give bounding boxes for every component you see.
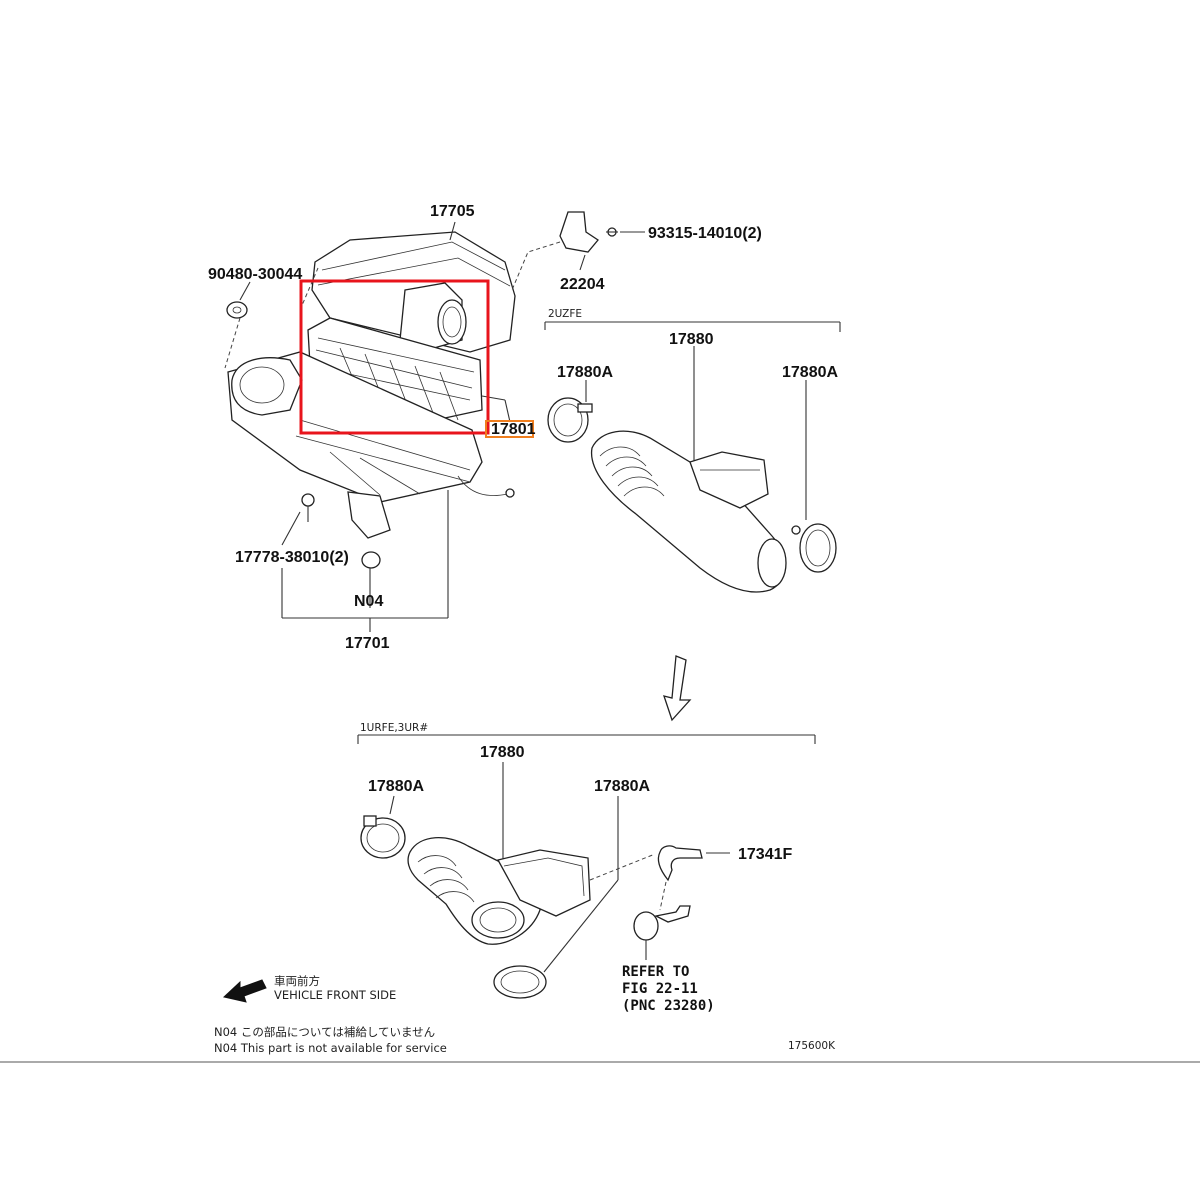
label-17705: 17705 xyxy=(430,203,475,220)
part-number-highlight-tag xyxy=(485,420,534,438)
vacuum-hose xyxy=(589,845,703,911)
refer-line-1: REFER TO xyxy=(622,964,689,980)
refer-line-2: FIG 22-11 xyxy=(622,981,698,997)
label-upper-17880: 17880 xyxy=(669,331,714,348)
label-93315-14010: 93315-14010(2) xyxy=(648,225,762,242)
highlight-box xyxy=(299,279,490,435)
label-17701: 17701 xyxy=(345,635,390,652)
hose-clamp xyxy=(791,523,837,573)
label-lower-17880a-right: 17880A xyxy=(594,778,650,795)
label-17801: 17801 xyxy=(491,421,536,438)
label-n04: N04 xyxy=(354,593,383,610)
intake-duct xyxy=(590,430,787,593)
label-17778-38010: 17778-38010(2) xyxy=(235,549,349,566)
label-upper-17880a-right: 17880A xyxy=(782,364,838,381)
label-lower-17880a-left: 17880A xyxy=(368,778,424,795)
vehicle-front-label-en: VEHICLE FRONT SIDE xyxy=(274,988,396,1002)
down-arrow-icon xyxy=(663,655,692,722)
label-lower-17880: 17880 xyxy=(480,744,525,761)
vehicle-front-arrow-icon xyxy=(222,979,267,1003)
label-22204: 22204 xyxy=(560,276,605,293)
intake-duct xyxy=(407,836,591,945)
label-90480-30044: 90480-30044 xyxy=(208,266,302,283)
air-cleaner-assembly xyxy=(224,231,516,569)
figure-code: 175600K xyxy=(788,1040,836,1052)
refer-line-3: (PNC 23280) xyxy=(622,998,715,1014)
label-upper-17880a-left: 17880A xyxy=(557,364,613,381)
vehicle-front-label-jp: 車両前方 xyxy=(274,974,320,988)
label-17341f: 17341F xyxy=(738,846,792,863)
hose-clamp xyxy=(547,397,593,443)
condition-label-upper: 2UZFE xyxy=(548,308,582,320)
footnote-jp: N04 この部品については補給していません xyxy=(214,1025,435,1039)
vacuum-switching-valve xyxy=(633,905,691,960)
grommet xyxy=(226,301,248,319)
upper-intake-duct-group xyxy=(544,321,841,593)
screw xyxy=(301,493,315,522)
footnote-en: N04 This part is not available for servi… xyxy=(214,1041,447,1055)
mass-air-flow-sensor xyxy=(511,211,618,291)
hose-clamp xyxy=(360,815,406,859)
lower-intake-duct-group xyxy=(357,734,816,999)
condition-label-lower: 1URFE,3UR# xyxy=(360,722,428,734)
hose-clamp xyxy=(493,879,619,999)
